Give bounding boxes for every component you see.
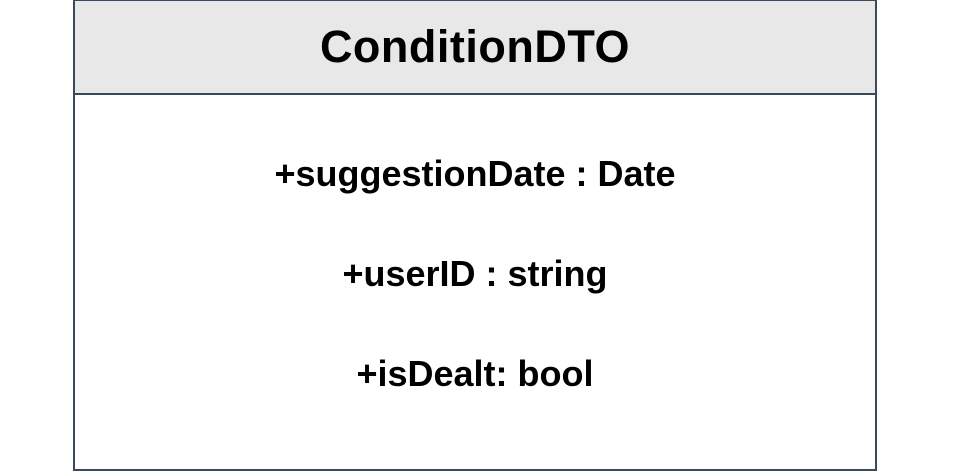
attribute-is-dealt: +isDealt: bool — [356, 353, 594, 394]
class-header: ConditionDTO — [75, 1, 875, 95]
uml-class-box: ConditionDTO +suggestionDate : Date +use… — [73, 0, 877, 471]
attribute-suggestion-date: +suggestionDate : Date — [274, 153, 676, 194]
class-attributes-section: +suggestionDate : Date +userID : string … — [75, 95, 875, 469]
attribute-user-id: +userID : string — [342, 253, 608, 294]
class-name: ConditionDTO — [319, 21, 631, 72]
